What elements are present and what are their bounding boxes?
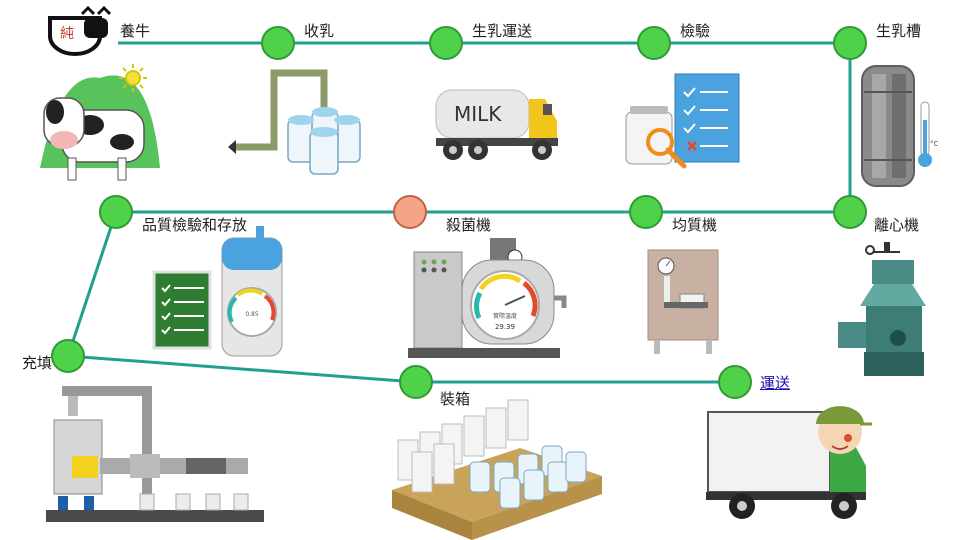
sun-icon (119, 64, 147, 92)
storage-gauge-value: 0.85 (245, 311, 259, 318)
step-nodes (51, 26, 867, 399)
step-node-8[interactable] (393, 195, 427, 229)
step-node-3[interactable] (429, 26, 463, 60)
cow-icon (43, 97, 145, 181)
centrifuge-icon (838, 242, 926, 376)
flow-lines (66, 41, 852, 384)
step-node-6[interactable] (833, 195, 867, 229)
step-label-8: 殺菌機 (446, 216, 492, 234)
step-link-12[interactable]: 運送 (760, 374, 791, 392)
inspection-icon (625, 73, 740, 169)
sterilizer-gauge-value: 29.39 (495, 323, 515, 331)
step-node-2[interactable] (261, 26, 295, 60)
step-label-5: 生乳槽 (876, 22, 922, 40)
storage-tank-icon (861, 65, 915, 187)
step-node-7[interactable] (629, 195, 663, 229)
step-label-11: 裝箱 (440, 390, 471, 408)
thermometer-unit: °C (930, 140, 939, 148)
storage-gauge-icon: 0.85 (221, 226, 283, 357)
qc-checklist-icon (152, 270, 212, 350)
step-label-1: 養牛 (120, 22, 151, 40)
step-node-10[interactable] (51, 339, 85, 373)
step-label-7: 均質機 (672, 216, 718, 234)
milk-truck-text: MILK (454, 102, 502, 126)
step-label-4: 檢驗 (680, 22, 711, 40)
milk-pipe-icon (228, 69, 361, 175)
delivery-truck-icon (706, 411, 866, 519)
step-node-9[interactable] (99, 195, 133, 229)
milk-boxes-icon (392, 399, 602, 540)
step-label-9: 品質檢驗和存放 (142, 216, 248, 234)
step-node-11[interactable] (399, 365, 433, 399)
step-node-12[interactable] (718, 365, 752, 399)
cow-logo-icon: 純 (48, 5, 112, 56)
step-label-10: 充填 (22, 354, 53, 372)
driver-icon (816, 406, 872, 454)
sterilizer-icon: 實際溫度 29.39 (408, 238, 567, 358)
step-label-6: 離心機 (874, 216, 920, 234)
logo-text: 純 (60, 26, 74, 42)
farm-scene (40, 64, 160, 181)
step-node-4[interactable] (637, 26, 671, 60)
step-node-5[interactable] (833, 26, 867, 60)
thermometer-icon: °C (918, 101, 939, 167)
homogenizer-icon (647, 249, 719, 354)
milk-truck-icon: MILK (435, 89, 558, 160)
sterilizer-gauge-label: 實際溫度 (493, 312, 517, 320)
step-label-3: 生乳運送 (472, 22, 533, 40)
step-label-2: 收乳 (304, 22, 335, 40)
filling-machine-icon (46, 386, 264, 522)
